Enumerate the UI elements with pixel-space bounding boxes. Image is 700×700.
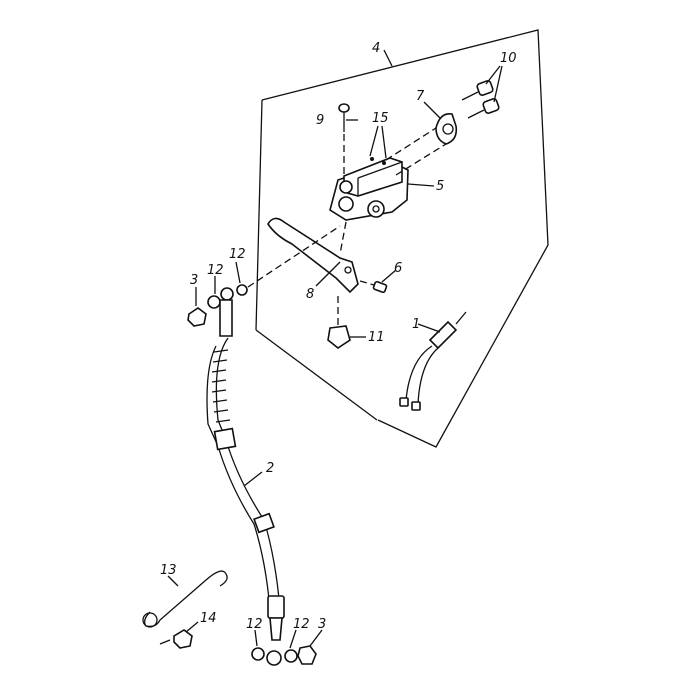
master-cylinder-body (329, 157, 409, 221)
callout-12-upper-outer: 12 (229, 247, 246, 262)
callout-7: 7 (416, 89, 425, 104)
brake-hose (206, 337, 285, 641)
callout-6: 6 (394, 261, 402, 276)
reservoir-screw (338, 103, 350, 175)
callout-14: 14 (200, 611, 217, 626)
callout-2: 2 (266, 461, 274, 476)
callout-15: 15 (372, 111, 389, 126)
lever-nut (327, 296, 351, 349)
callout-1: 1 (412, 317, 420, 332)
callout-11: 11 (368, 330, 385, 345)
callout-5: 5 (436, 179, 444, 194)
callout-13: 13 (160, 563, 177, 578)
upper-banjo-fitting (187, 225, 341, 337)
callout-9: 9 (316, 113, 324, 128)
lower-banjo-fitting (251, 645, 317, 666)
callout-12-upper-inner: 12 (207, 263, 224, 278)
callout-3-lower: 3 (318, 617, 326, 632)
callout-10: 10 (500, 51, 517, 66)
clip-bolt (159, 629, 193, 649)
callout-8: 8 (306, 287, 314, 302)
lever-pivot-bolt (359, 280, 388, 294)
callout-12-lower-left: 12 (246, 617, 263, 632)
handlebar-clamp (385, 112, 458, 176)
brake-lever (267, 217, 359, 294)
clamp-bolts (461, 80, 500, 119)
leader-lines (167, 49, 503, 649)
brake-light-switch (399, 311, 467, 411)
callout-3-upper: 3 (190, 273, 198, 288)
hose-clip (142, 570, 228, 628)
assembly-outline (255, 29, 549, 448)
callout-4: 4 (372, 41, 380, 56)
callout-12-lower-right: 12 (293, 617, 310, 632)
